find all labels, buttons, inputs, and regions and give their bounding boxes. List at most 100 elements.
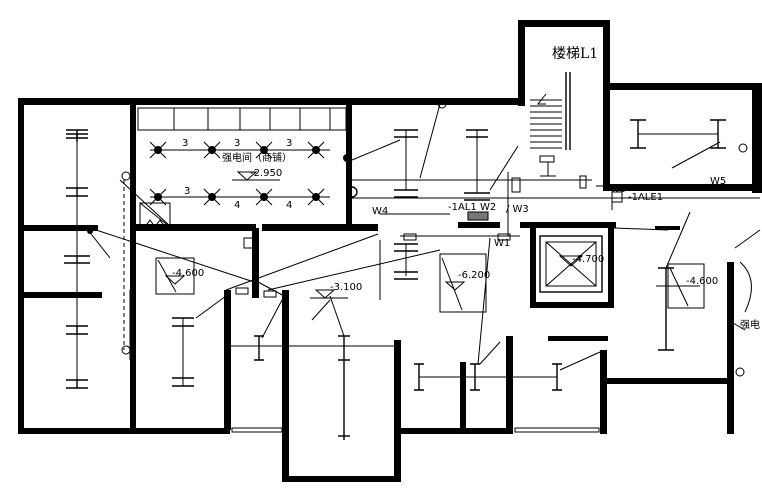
fixture-count: 4	[234, 200, 240, 211]
outlet-icon	[346, 186, 358, 198]
wall-elevator-right	[608, 224, 614, 308]
switch-icon	[235, 287, 249, 295]
wall-stair-right	[603, 20, 610, 190]
outlet-icon	[735, 367, 745, 377]
fixture-icon	[394, 189, 418, 198]
switch-icon	[403, 233, 417, 241]
fixture-count: 3	[286, 138, 292, 149]
wall-right-lower	[727, 262, 734, 434]
wall-lower-f	[506, 336, 513, 434]
wall-mid-post	[282, 290, 289, 344]
wall-lower-e	[394, 428, 512, 434]
linear-fixtures	[64, 119, 726, 440]
elevator-car	[539, 235, 603, 293]
fixture-count: 3	[234, 138, 240, 149]
outlet-icon	[738, 143, 748, 153]
outlet-icon	[121, 345, 131, 355]
room-label: 强电间（商铺）	[222, 151, 292, 164]
fixture-icon	[394, 271, 418, 280]
wall-mid-post-2	[460, 362, 466, 434]
wall-right-top-edge	[752, 83, 762, 193]
wall-left-room-right	[130, 100, 136, 430]
stair-treads	[530, 99, 562, 149]
stair-label: 楼梯L1	[552, 46, 598, 62]
fixture-count: 3	[182, 138, 188, 149]
fixture-count: 3	[184, 186, 190, 197]
elevator-inner	[545, 241, 597, 287]
circuit-labels: -1AL1 -1ALE1 W1 W2 / W3 W4 W5 W5 强电	[372, 176, 760, 331]
wall-lower-i	[606, 378, 732, 384]
wall-elevator-top-band	[520, 222, 616, 228]
elevator-shaft: -4.700	[539, 235, 604, 293]
wall-lower-h	[600, 428, 606, 434]
junction-box-icon	[243, 237, 255, 249]
room-label: 强电	[740, 318, 760, 331]
circuit-label: W1	[494, 238, 510, 249]
wall-lower-c	[282, 476, 400, 482]
fixture-icon	[338, 335, 350, 440]
wall-lower-a	[224, 290, 231, 430]
wall-outer-bottom-left	[18, 428, 230, 434]
sump-pit-icon	[155, 257, 195, 295]
elevation-label: -2.950	[250, 168, 282, 179]
wall-right-stub	[655, 226, 680, 230]
light-fixtures	[149, 141, 325, 206]
fixture-count: 4	[286, 200, 292, 211]
wall-corridor-left	[252, 228, 259, 298]
circuit-label: W5	[610, 184, 626, 195]
switch-icon	[497, 233, 511, 241]
window-bottom-b	[514, 427, 600, 433]
switch-icon	[539, 155, 555, 163]
circuit-label: W5	[710, 176, 726, 187]
window-bottom-a	[231, 427, 283, 433]
fixture-icon	[658, 267, 674, 351]
elevation-label: -6.200	[458, 270, 490, 281]
wall-elevator-left	[530, 224, 536, 308]
fixture-icon	[464, 192, 490, 201]
outlet-icon	[121, 171, 131, 181]
stair-l1: 楼梯L1	[530, 46, 598, 177]
outlet-icon	[343, 154, 351, 162]
wiring	[87, 99, 761, 377]
elevation-label: -3.100	[330, 282, 362, 293]
walls	[18, 20, 762, 482]
switch-icon	[263, 290, 277, 298]
panel-row	[137, 107, 347, 131]
wall-mid-band	[548, 336, 608, 341]
circuit-label: W4	[372, 206, 388, 217]
cabinet-label: -1AL1	[448, 202, 477, 213]
elevation-label: -4.700	[572, 254, 604, 265]
wall-right-top	[603, 83, 762, 90]
wall-room-bottom	[136, 224, 256, 231]
wall-lower-b	[282, 344, 289, 482]
outlet-icon	[437, 99, 447, 109]
switch-icon	[511, 177, 521, 193]
wall-left-room-mid	[18, 225, 98, 231]
circuit-label: / W3	[506, 204, 529, 215]
circuit-label: W2	[480, 202, 496, 213]
wall-center-seg	[458, 222, 500, 228]
switch-icon	[579, 175, 587, 189]
strong-current-room: 3 3 3 3 4 4 强电间（商铺） -2.950	[137, 107, 358, 228]
fixture-icon	[254, 335, 264, 361]
wall-left-room-lower	[18, 292, 102, 298]
wall-right-room-bottom	[603, 184, 762, 191]
wall-stair-top	[518, 20, 610, 27]
sump-pits: -4.600 -6.200 -4.600 -3.100	[155, 253, 718, 313]
wall-lower-d	[394, 340, 401, 482]
panel-1ale1-icon	[611, 191, 623, 203]
wall-room-right	[346, 100, 352, 225]
elevation-marker-icon	[236, 171, 258, 181]
wall-stair-left	[518, 20, 525, 106]
cabinet-label: -1ALE1	[628, 192, 663, 203]
elevation-label: -4.600	[172, 268, 204, 279]
panel-1al1-icon	[467, 211, 489, 221]
panels	[235, 175, 623, 298]
elevation-label: -4.600	[686, 276, 718, 287]
wall-outer-left	[18, 98, 24, 434]
wall-corridor-top	[262, 224, 378, 231]
wall-outer-top	[18, 98, 524, 105]
wall-lower-g	[600, 350, 607, 434]
